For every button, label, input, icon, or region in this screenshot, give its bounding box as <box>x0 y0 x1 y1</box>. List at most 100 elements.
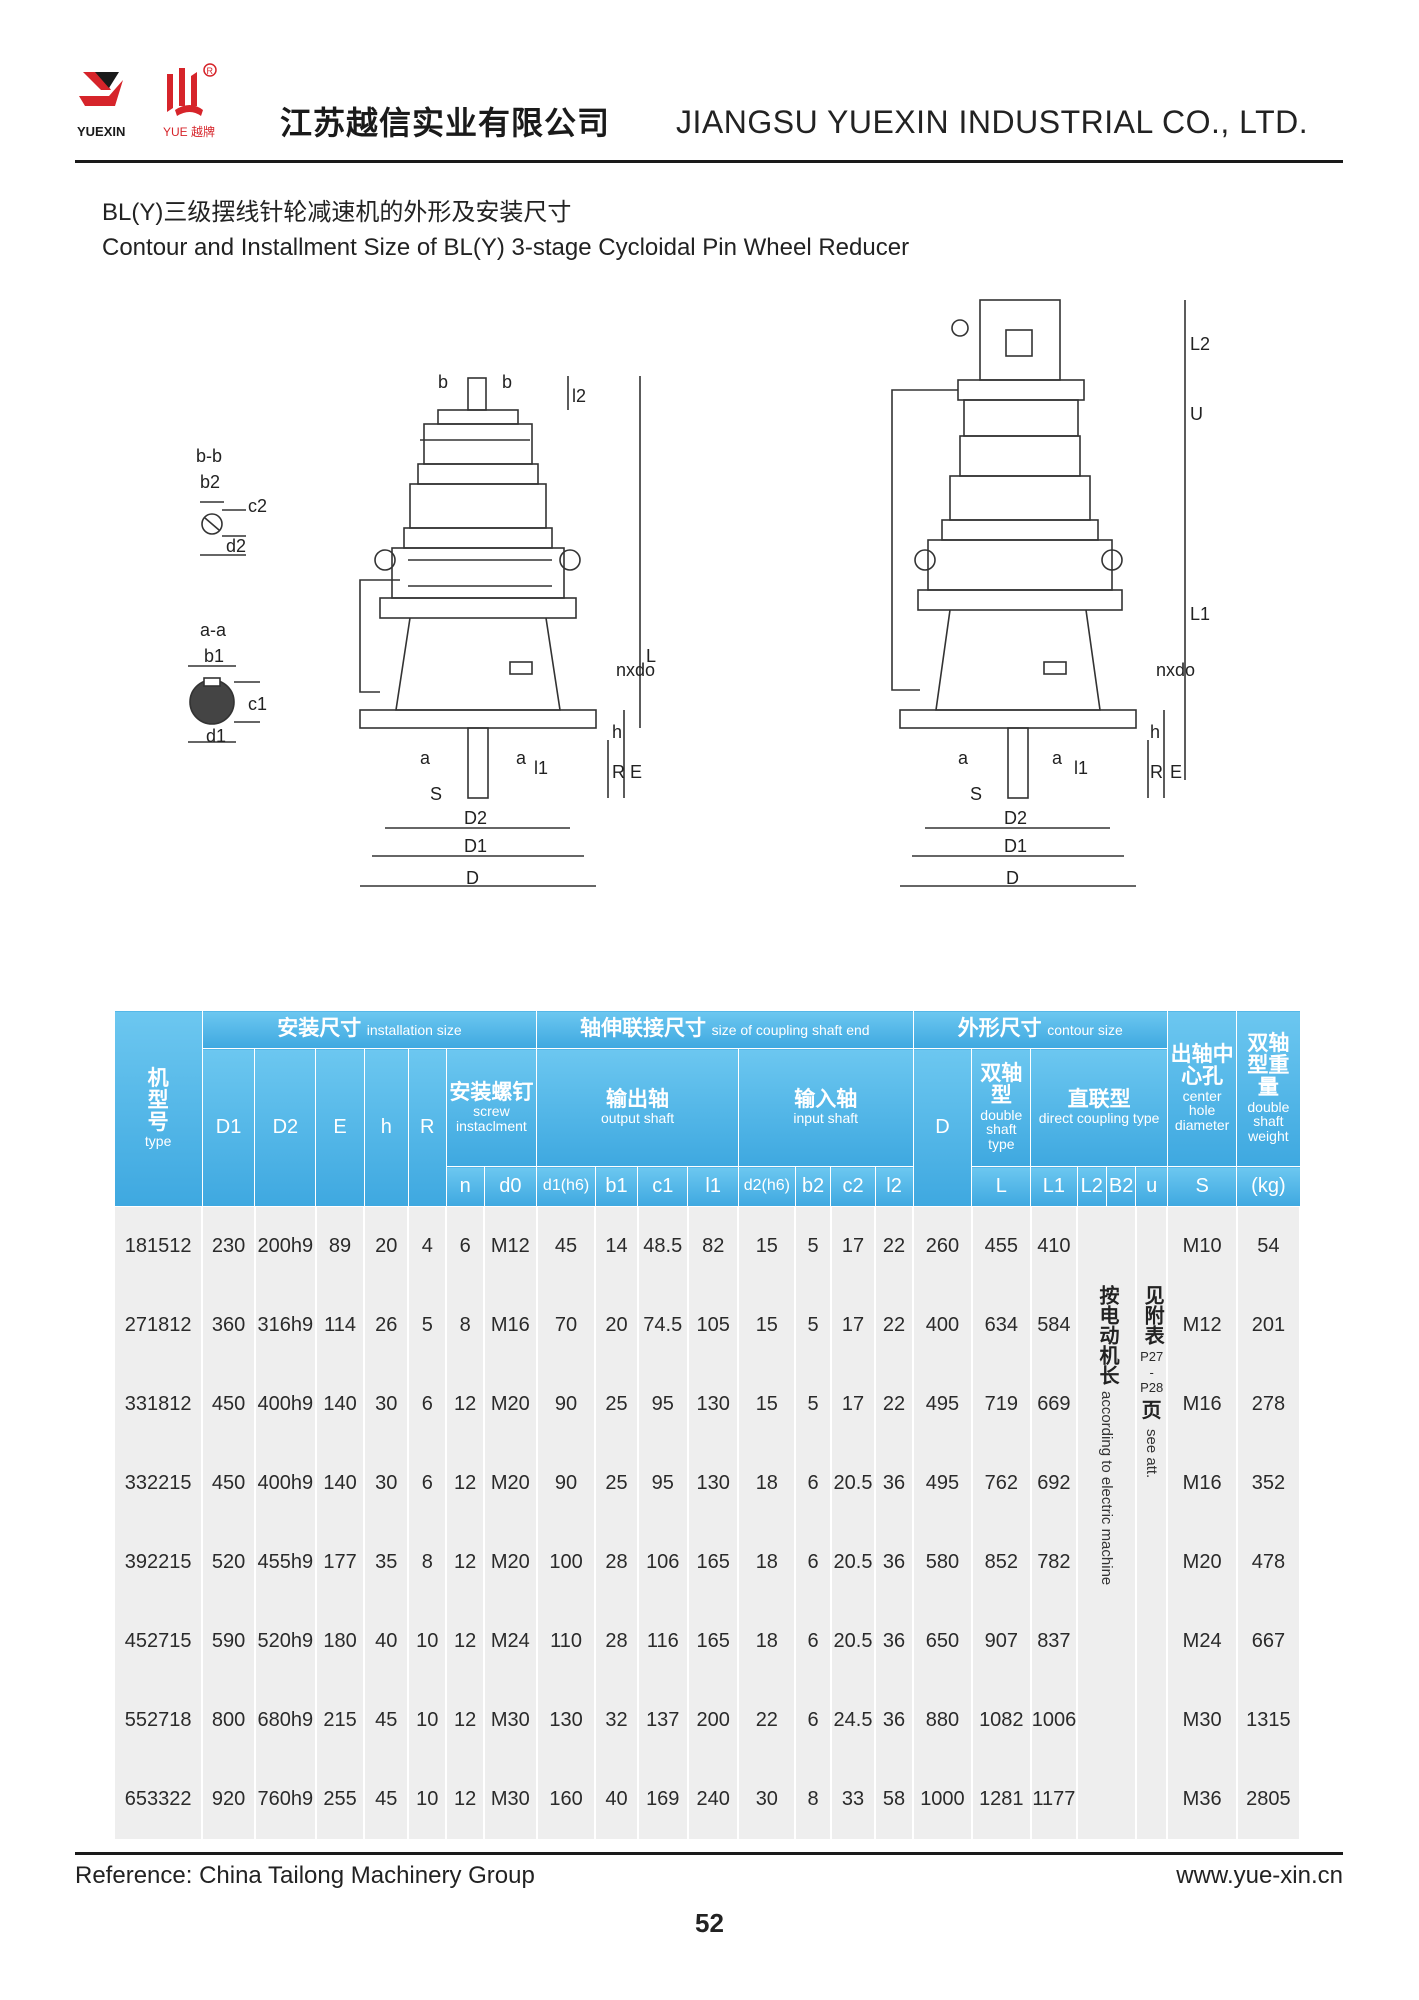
cell-b2: 5 <box>794 1365 832 1444</box>
label-a-left: a <box>420 748 431 768</box>
footer-divider <box>75 1852 1343 1855</box>
cell-d2: 22 <box>737 1681 797 1760</box>
cell-d0: M16 <box>483 1286 538 1365</box>
cell-c2: 20.5 <box>829 1523 877 1602</box>
cell-d0: M12 <box>483 1206 538 1286</box>
cell-c2: 24.5 <box>829 1681 877 1760</box>
cell-L: 762 <box>970 1444 1032 1523</box>
label-c1: c1 <box>248 694 267 714</box>
cell-D: 880 <box>912 1681 973 1760</box>
cell-L1: 669 <box>1029 1365 1079 1444</box>
col-weight-unit: (kg) <box>1236 1166 1301 1207</box>
cell-d1: 160 <box>535 1760 597 1839</box>
cell-d0: M30 <box>483 1681 538 1760</box>
col-h: h <box>363 1048 409 1207</box>
cell-S: M20 <box>1166 1523 1238 1602</box>
label-R: R <box>612 762 625 782</box>
label-D2-right: D2 <box>1004 808 1027 828</box>
cell-S: M16 <box>1166 1444 1238 1523</box>
cell-b1: 28 <box>594 1602 639 1681</box>
cell-weight: 1315 <box>1235 1681 1302 1760</box>
cell-l1: 130 <box>686 1444 740 1523</box>
cell-h: 35 <box>363 1523 410 1602</box>
label-L: L <box>646 646 656 666</box>
cell-d0: M20 <box>483 1365 538 1444</box>
cell-E: 140 <box>314 1444 366 1523</box>
cell-L1: 692 <box>1029 1444 1079 1523</box>
cell-d0: M20 <box>483 1444 538 1523</box>
cell-l2: 58 <box>874 1760 914 1839</box>
cell-weight: 2805 <box>1235 1760 1302 1839</box>
cell-l1: 165 <box>686 1602 740 1681</box>
label-l1-right: l1 <box>1074 758 1088 778</box>
technical-drawings: b-b b2 c2 d2 a-a b1 c1 d1 b b l2 L nxdo … <box>188 299 1210 888</box>
company-name-en: JIANGSU YUEXIN INDUSTRIAL CO., LTD. <box>676 104 1309 140</box>
cell-type: 331812 <box>112 1365 204 1444</box>
cell-S: M12 <box>1166 1286 1238 1365</box>
cell-D1: 450 <box>201 1444 256 1523</box>
cell-n: 8 <box>445 1286 486 1365</box>
cell-weight: 278 <box>1235 1365 1302 1444</box>
col-R: R <box>407 1048 447 1207</box>
cell-weight: 352 <box>1235 1444 1302 1523</box>
cell-D1: 360 <box>201 1286 256 1365</box>
cell-type: 181512 <box>112 1206 204 1286</box>
label-nxdo: nxdo <box>616 660 655 680</box>
section-aa-drawing <box>188 665 260 743</box>
cell-R: 10 <box>407 1681 448 1760</box>
footer-url: www.yue-xin.cn <box>1176 1862 1343 1889</box>
cell-l1: 240 <box>686 1760 740 1839</box>
cell-b2: 6 <box>794 1444 832 1523</box>
col-L: L <box>971 1166 1032 1207</box>
cell-L: 455 <box>970 1206 1032 1286</box>
label-E: E <box>630 762 642 782</box>
cell-c2: 33 <box>829 1760 877 1839</box>
cell-E: 255 <box>314 1760 366 1839</box>
col-l2: l2 <box>874 1166 914 1207</box>
cell-c1: 169 <box>636 1760 689 1839</box>
cell-D2: 760h9 <box>253 1760 317 1839</box>
cell-l2: 36 <box>874 1444 914 1523</box>
label-a-left-right: a <box>958 748 969 768</box>
cell-b1: 25 <box>594 1444 639 1523</box>
cell-c2: 20.5 <box>829 1444 877 1523</box>
cell-b1: 28 <box>594 1523 639 1602</box>
label-S: S <box>430 784 442 804</box>
label-nxdo-right: nxdo <box>1156 660 1195 680</box>
col-u: u <box>1135 1166 1168 1207</box>
cell-L1: 837 <box>1029 1602 1079 1681</box>
cell-type: 332215 <box>112 1444 204 1523</box>
cell-L: 1082 <box>970 1681 1032 1760</box>
col-double-type: 双轴型 double shaft type <box>971 1048 1032 1167</box>
col-b1: b1 <box>594 1166 639 1207</box>
reducer-drawing-left <box>359 376 641 887</box>
label-L1: L1 <box>1190 604 1210 624</box>
col-d0: d0 <box>483 1166 538 1207</box>
cell-E: 215 <box>314 1681 366 1760</box>
cell-type: 452715 <box>112 1602 204 1681</box>
cell-b2: 8 <box>794 1760 832 1839</box>
cell-S: M16 <box>1166 1365 1238 1444</box>
yue-logo-mark: R <box>167 63 217 116</box>
label-d2: d2 <box>226 536 246 556</box>
cell-type: 552718 <box>112 1681 204 1760</box>
cell-c1: 95 <box>636 1444 689 1523</box>
cell-b1: 25 <box>594 1365 639 1444</box>
cell-D2: 200h9 <box>253 1206 317 1286</box>
cell-D2: 316h9 <box>253 1286 317 1365</box>
cell-d1: 130 <box>535 1681 597 1760</box>
reducer-drawing-right <box>891 299 1186 887</box>
label-h-right: h <box>1150 722 1160 742</box>
cell-L1: 410 <box>1029 1206 1079 1286</box>
col-l1: l1 <box>687 1166 739 1207</box>
col-direct-type: 直联型 direct coupling type <box>1030 1048 1168 1167</box>
cell-D: 580 <box>912 1523 973 1602</box>
cell-d2: 30 <box>737 1760 797 1839</box>
